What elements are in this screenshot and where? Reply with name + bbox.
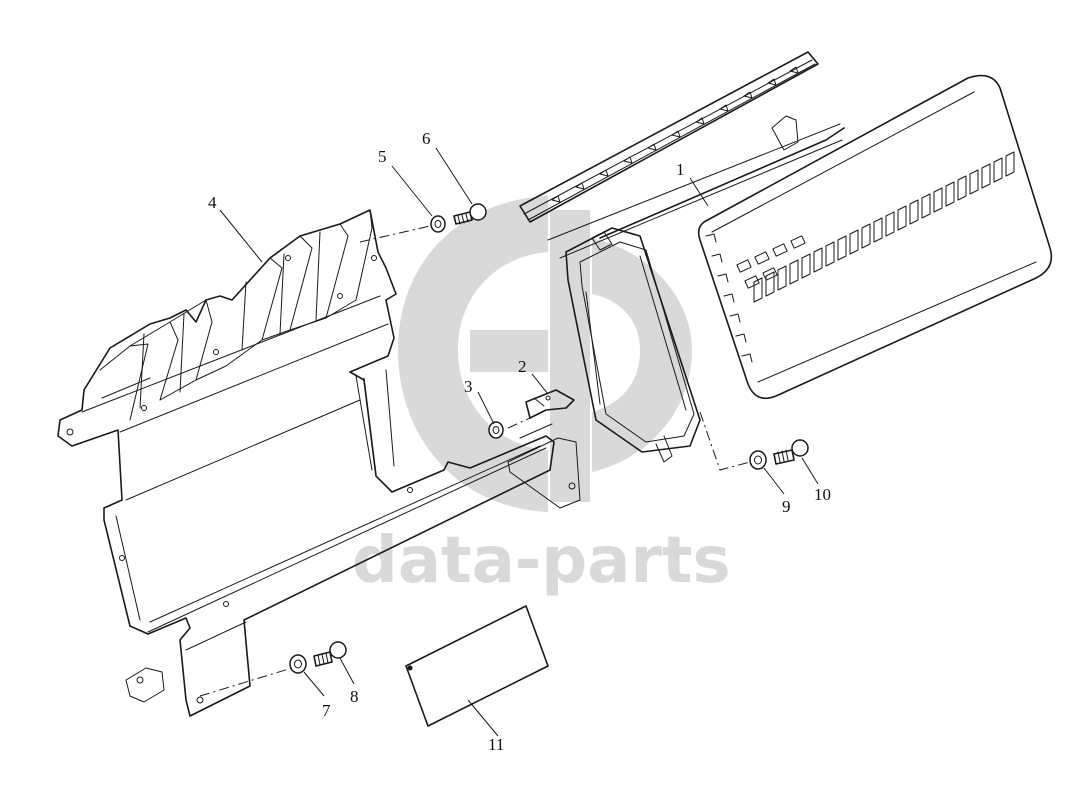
screw-part-10 [773, 439, 809, 465]
instrument-panel-frame [57, 209, 581, 717]
callout-11: 11 [488, 735, 504, 754]
instrument-cluster [519, 51, 1053, 463]
nut-part-3 [488, 421, 504, 439]
callout-3: 3 [464, 377, 473, 396]
callout-6: 6 [422, 129, 431, 148]
callout-5: 5 [378, 147, 387, 166]
watermark-logo [398, 196, 692, 512]
leader-lines [219, 147, 819, 737]
callout-labels: 1 2 3 4 5 6 7 8 9 10 11 [208, 129, 831, 754]
callout-8: 8 [350, 687, 359, 706]
nut-part-5 [430, 215, 446, 233]
callout-2: 2 [518, 357, 527, 376]
watermark-text: data-parts [352, 524, 731, 598]
callout-9: 9 [782, 497, 791, 516]
callout-10: 10 [814, 485, 831, 504]
assembly-lines [199, 225, 751, 697]
label-plate [405, 605, 549, 727]
callout-7: 7 [322, 701, 331, 720]
nut-part-9 [749, 450, 767, 470]
callout-1: 1 [676, 160, 685, 179]
callout-4: 4 [208, 193, 217, 212]
nut-part-7 [289, 654, 307, 674]
screw-part-8 [313, 641, 347, 667]
screw-part-6 [453, 203, 487, 225]
